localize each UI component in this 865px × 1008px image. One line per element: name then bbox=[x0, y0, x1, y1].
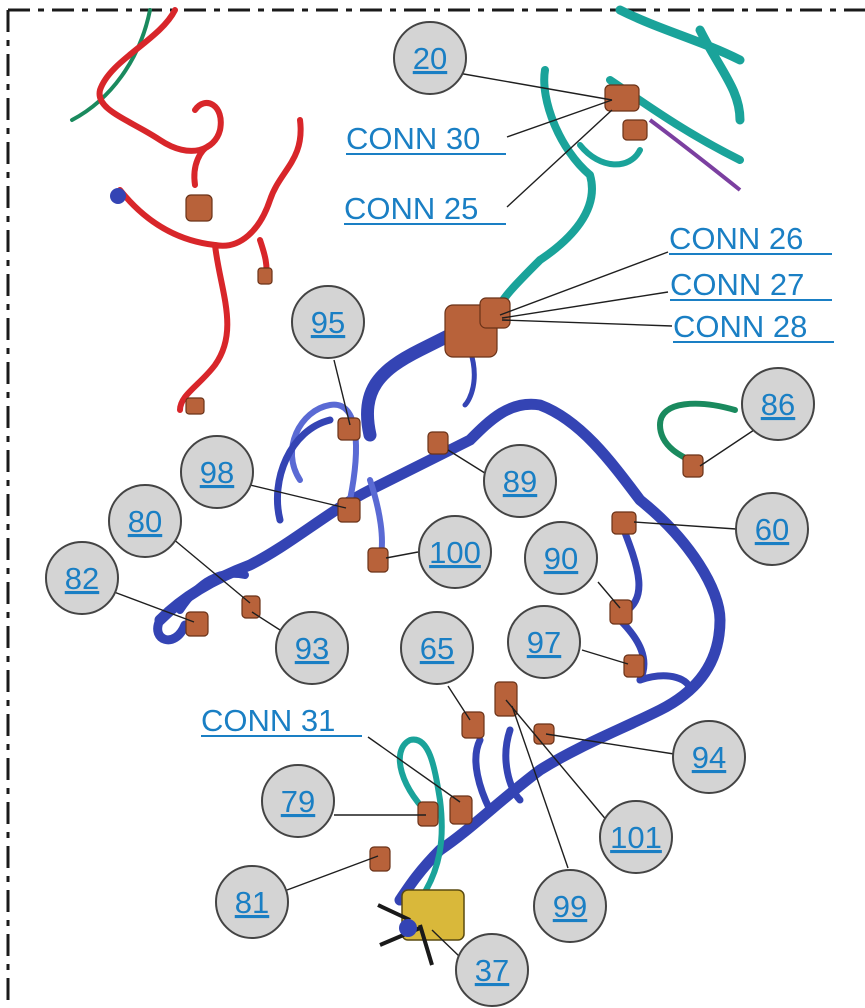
callout-90-label[interactable]: 90 bbox=[544, 541, 578, 576]
conn31-link[interactable]: CONN 31 bbox=[201, 703, 335, 738]
callout-93-label[interactable]: 93 bbox=[295, 631, 329, 666]
callout-98-label[interactable]: 98 bbox=[200, 455, 234, 490]
teal-harness bbox=[491, 5, 745, 478]
conn26-link[interactable]: CONN 26 bbox=[669, 221, 803, 256]
callout-65[interactable]: 65 bbox=[400, 611, 474, 685]
conn30-connector bbox=[604, 84, 640, 112]
callout-95-label[interactable]: 95 bbox=[311, 305, 345, 340]
callout-65-label[interactable]: 65 bbox=[420, 631, 454, 666]
conn25-link[interactable]: CONN 25 bbox=[344, 191, 478, 226]
callout-60-label[interactable]: 60 bbox=[755, 512, 789, 547]
callout-82[interactable]: 82 bbox=[45, 541, 119, 615]
callout-95[interactable]: 95 bbox=[291, 285, 365, 359]
blue-harness bbox=[153, 297, 726, 966]
callout-93[interactable]: 93 bbox=[275, 611, 349, 685]
callout-60[interactable]: 60 bbox=[735, 492, 809, 566]
callout-79[interactable]: 79 bbox=[261, 764, 335, 838]
callout-97-label[interactable]: 97 bbox=[527, 625, 561, 660]
callout-86-label[interactable]: 86 bbox=[761, 387, 795, 422]
callout-20[interactable]: 20 bbox=[393, 21, 467, 95]
callout-37-label[interactable]: 37 bbox=[475, 953, 509, 988]
callout-90[interactable]: 90 bbox=[524, 521, 598, 595]
callout-99[interactable]: 99 bbox=[533, 869, 607, 943]
callout-81-label[interactable]: 81 bbox=[235, 885, 269, 920]
callout-79-label[interactable]: 79 bbox=[281, 784, 315, 819]
callout-89-label[interactable]: 89 bbox=[503, 464, 537, 499]
callout-94-label[interactable]: 94 bbox=[692, 740, 726, 775]
conn30-link[interactable]: CONN 30 bbox=[346, 121, 480, 156]
callout-98[interactable]: 98 bbox=[180, 435, 254, 509]
callout-94[interactable]: 94 bbox=[672, 720, 746, 794]
callout-100[interactable]: 100 bbox=[418, 515, 492, 589]
callout-86[interactable]: 86 bbox=[741, 367, 815, 441]
connector-labels: CONN 30 CONN 25 CONN 26 CONN 27 CONN 28 … bbox=[201, 121, 834, 738]
callout-81[interactable]: 81 bbox=[215, 865, 289, 939]
callout-80-label[interactable]: 80 bbox=[128, 504, 162, 539]
callout-100-label[interactable]: 100 bbox=[429, 535, 481, 570]
callout-89[interactable]: 89 bbox=[483, 444, 557, 518]
conn28-link[interactable]: CONN 28 bbox=[673, 309, 807, 344]
conn27-link[interactable]: CONN 27 bbox=[670, 267, 804, 302]
callout-80[interactable]: 80 bbox=[108, 484, 182, 558]
callout-101-label[interactable]: 101 bbox=[610, 820, 662, 855]
red-harness bbox=[70, 7, 304, 415]
callout-20-label[interactable]: 20 bbox=[413, 41, 447, 76]
leader-lines bbox=[113, 72, 755, 958]
callout-37[interactable]: 37 bbox=[455, 933, 529, 1007]
callout-82-label[interactable]: 82 bbox=[65, 561, 99, 596]
red-connector-a bbox=[185, 194, 213, 222]
callout-97[interactable]: 97 bbox=[507, 605, 581, 679]
callout-99-label[interactable]: 99 bbox=[553, 889, 587, 924]
callout-101[interactable]: 101 bbox=[599, 800, 673, 874]
